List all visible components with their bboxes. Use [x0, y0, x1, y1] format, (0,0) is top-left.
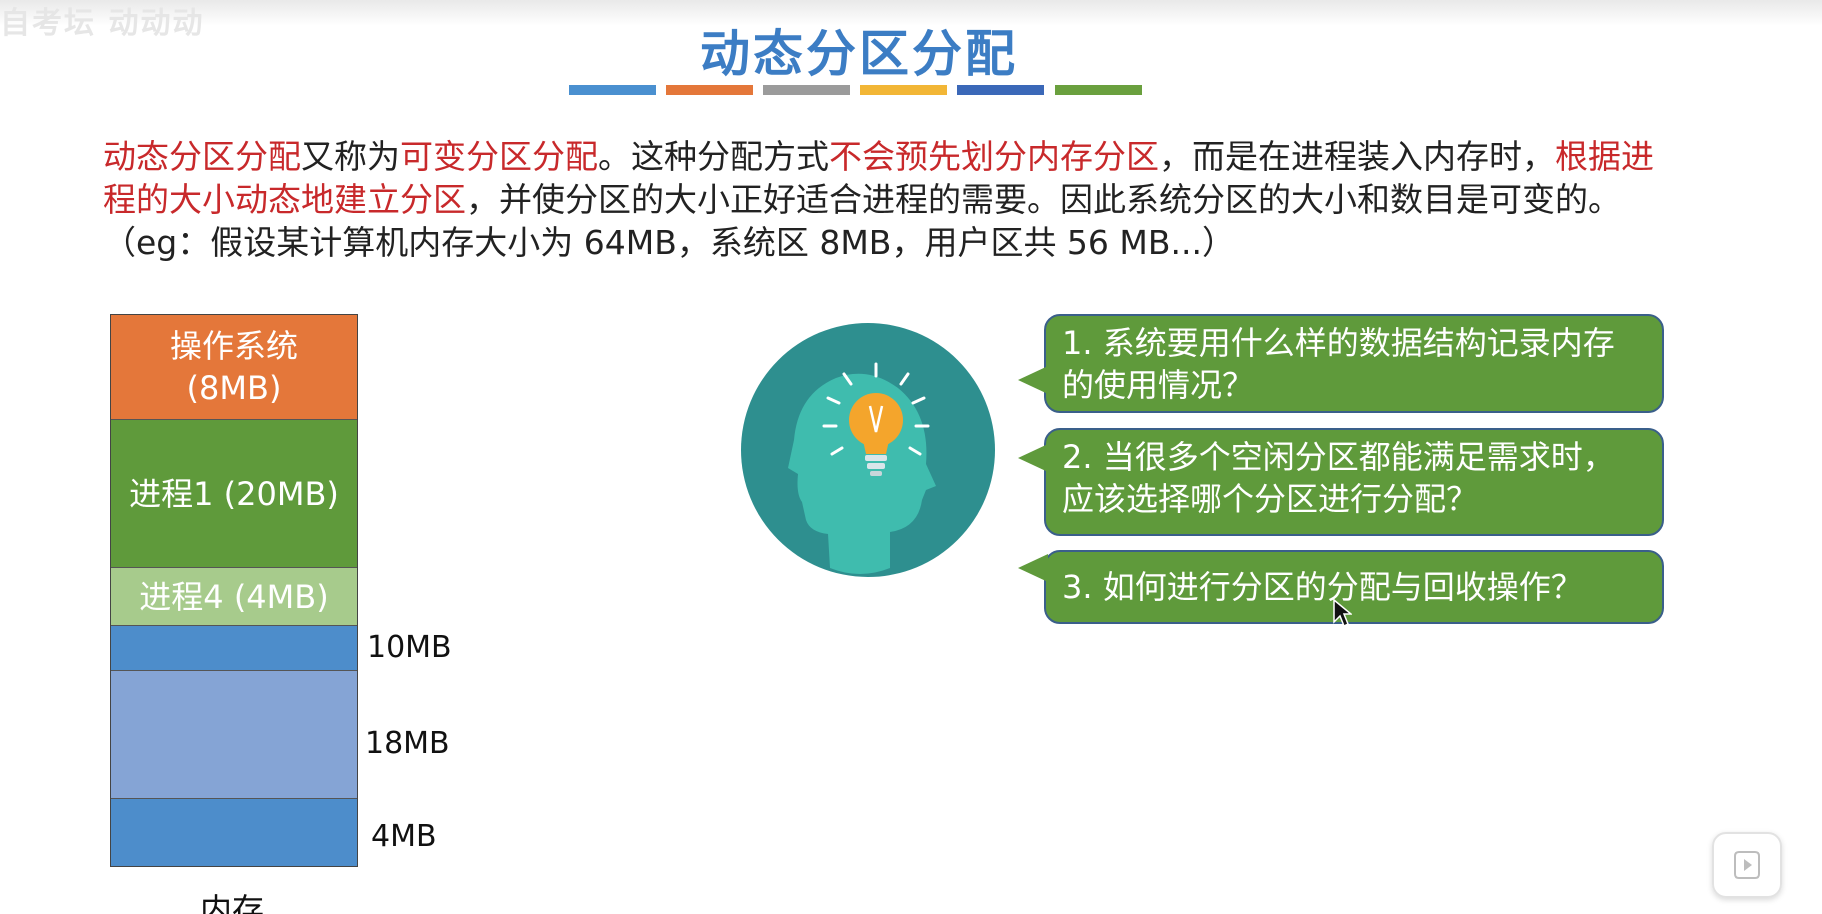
title-bar-6 [1055, 85, 1142, 95]
os-size-label: (8MB) [186, 369, 282, 407]
title-bar-5 [957, 85, 1044, 95]
slide-title: 动态分区分配 [700, 25, 1018, 83]
os-block: 操作系统 (8MB) [111, 315, 357, 420]
mouse-cursor-icon [1333, 598, 1352, 628]
para-text: 又称为 [301, 137, 400, 176]
process1-label: 进程1 (20MB) [129, 474, 339, 513]
head-lightbulb-icon [741, 323, 995, 577]
para-highlight: 动态分区分配 [103, 137, 301, 176]
question-bubble-1: 1. 系统要用什么样的数据结构记录内存的使用情况？ [1018, 314, 1664, 413]
para-highlight: 可变分区分配 [400, 137, 598, 176]
process1-block: 进程1 (20MB) [111, 420, 357, 568]
process4-block: 进程4 (4MB) [111, 568, 357, 626]
free-partition-1 [111, 626, 357, 671]
para-text: 。这种分配方式 [598, 137, 829, 176]
para-highlight: 根据进程的大小动态地建立分区 [103, 137, 1654, 219]
free-partition-3 [111, 799, 357, 866]
question-bubble-2: 2. 当很多个空闲分区都能满足需求时，应该选择哪个分区进行分配？ [1018, 428, 1664, 536]
free-partition-2 [111, 671, 357, 799]
question-1-text: 1. 系统要用什么样的数据结构记录内存的使用情况？ [1062, 324, 1615, 404]
play-button[interactable] [1712, 832, 1782, 898]
free-partition-3-size: 4MB [371, 819, 437, 854]
process4-label: 进程4 (4MB) [139, 577, 329, 616]
memory-caption: 内存 [200, 891, 265, 914]
title-bar-3 [763, 85, 850, 95]
os-label: 操作系统 [169, 327, 298, 365]
title-bar-4 [860, 85, 947, 95]
question-2-text: 2. 当很多个空闲分区都能满足需求时，应该选择哪个分区进行分配？ [1062, 438, 1615, 518]
play-icon [1734, 851, 1760, 879]
title-underline-bars [569, 85, 1142, 95]
intro-paragraph: 动态分区分配又称为可变分区分配。这种分配方式不会预先划分内存分区，而是在进程装入… [103, 135, 1683, 264]
free-partition-2-size: 18MB [365, 726, 450, 761]
watermark: 自考坛 动动动 [0, 6, 205, 41]
para-text: ，而是在进程装入内存时， [1159, 137, 1555, 176]
question-bubble-3: 3. 如何进行分区的分配与回收操作？ [1018, 550, 1664, 624]
title-bar-2 [666, 85, 753, 95]
title-bar-1 [569, 85, 656, 95]
para-highlight: 不会预先划分内存分区 [829, 137, 1159, 176]
question-3-text: 3. 如何进行分区的分配与回收操作？ [1062, 568, 1583, 606]
para-text: ，并使分区的大小正好适合进程的需要。因此系统分区的大小和数目是可变的。（eg：假… [103, 180, 1621, 262]
free-partition-1-size: 10MB [367, 630, 452, 665]
memory-diagram: 操作系统 (8MB) 进程1 (20MB) 进程4 (4MB) [110, 314, 358, 867]
top-shade [0, 0, 1822, 26]
